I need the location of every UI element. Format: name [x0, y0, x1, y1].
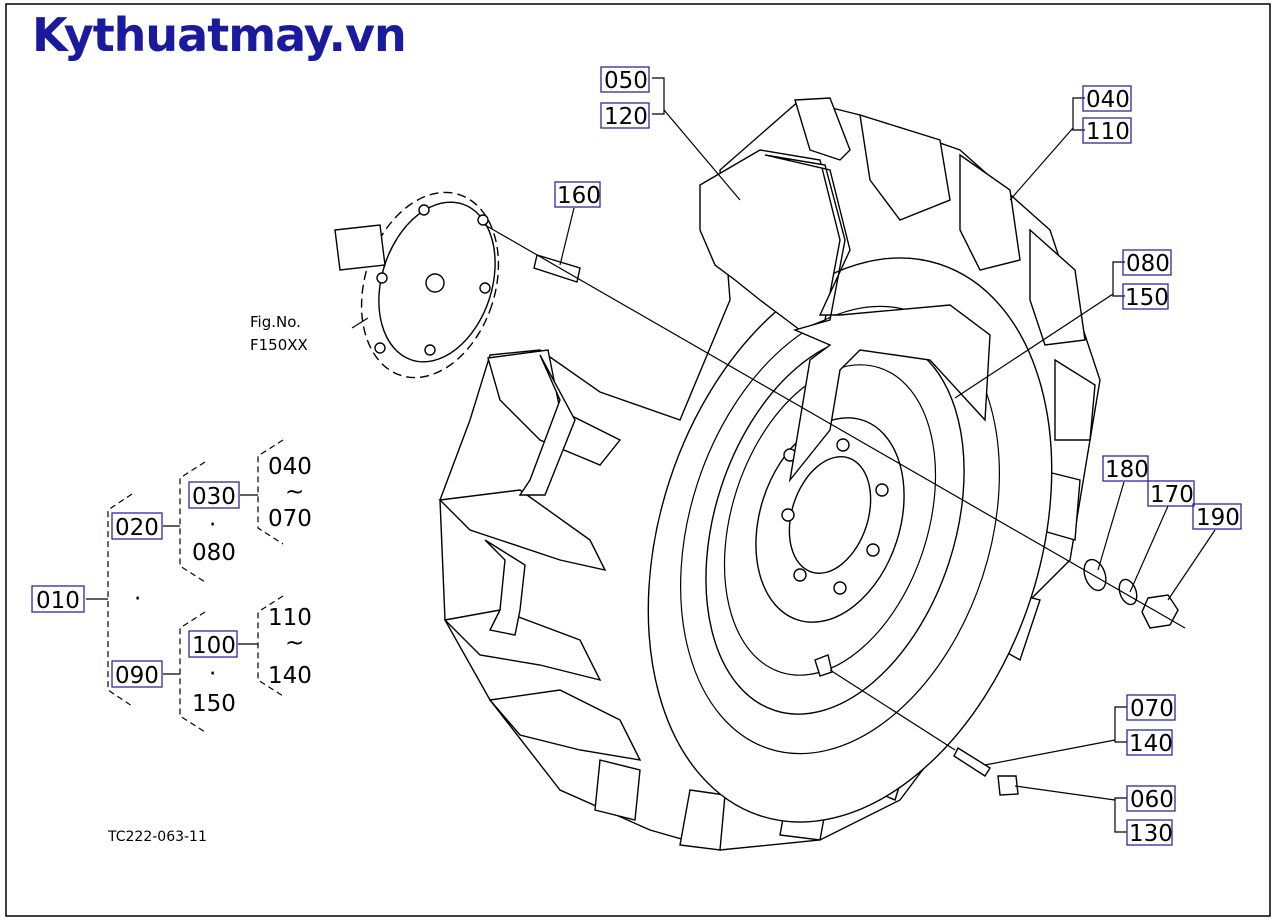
parts-tree: 010 · 020 030 · 080 040 ~ 070 090 100 · …	[31, 439, 312, 733]
tree-g2-dot: ·	[209, 661, 216, 687]
callout-190: 190	[1196, 505, 1240, 531]
callout-labels: 050 120 040 110 160 080 150 180 170 190 …	[554, 66, 1242, 847]
callout-170: 170	[1150, 482, 1194, 508]
valve-cap	[997, 775, 1019, 796]
callout-150: 150	[1125, 285, 1169, 311]
hub-flange-reference	[334, 191, 500, 379]
callout-070: 070	[1130, 696, 1174, 722]
tree-g1: 020	[115, 515, 159, 541]
callout-140: 140	[1129, 731, 1173, 757]
callout-180: 180	[1105, 457, 1149, 483]
tree-g1-extra: 080	[192, 540, 236, 566]
callout-040: 040	[1086, 87, 1130, 113]
tree-g2-tilde: ~	[285, 630, 304, 656]
callout-110: 110	[1086, 119, 1130, 145]
tire-assembly	[438, 97, 1101, 851]
washer	[1083, 558, 1107, 592]
callout-080: 080	[1126, 251, 1170, 277]
figure-ref-label: Fig.No.	[250, 313, 301, 331]
callout-130: 130	[1129, 821, 1173, 847]
watermark-logo: Kythuatmay.vn	[32, 8, 407, 62]
callout-050: 050	[604, 68, 648, 94]
hex-nut	[1141, 594, 1179, 629]
valve-core	[953, 746, 991, 777]
stud-bolt	[533, 254, 581, 283]
tree-g2-from: 110	[268, 605, 312, 631]
drawing-code: TC222-063-11	[107, 829, 207, 845]
tree-g1-dot: ·	[209, 512, 216, 538]
tree-g1-to: 070	[268, 506, 312, 532]
spring-washer	[1118, 578, 1138, 606]
assembly-axis	[484, 224, 1186, 629]
callout-160: 160	[557, 183, 601, 209]
tree-root-dot: ·	[134, 586, 141, 612]
figure-ref-number: F150XX	[250, 336, 308, 354]
tree-g2: 090	[115, 663, 159, 689]
tree-g2-to: 140	[268, 663, 312, 689]
valve-axis	[829, 669, 956, 751]
tree-g2-sub: 100	[192, 633, 236, 659]
tree-root: 010	[36, 588, 80, 614]
diagram-border	[5, 3, 1271, 917]
callout-120: 120	[604, 104, 648, 130]
tree-g1-from: 040	[268, 454, 312, 480]
tree-g1-tilde: ~	[285, 479, 304, 505]
callout-060: 060	[1130, 787, 1174, 813]
tree-g1-sub: 030	[192, 484, 236, 510]
tree-g2-extra: 150	[192, 691, 236, 717]
leader-lines	[351, 77, 1216, 833]
